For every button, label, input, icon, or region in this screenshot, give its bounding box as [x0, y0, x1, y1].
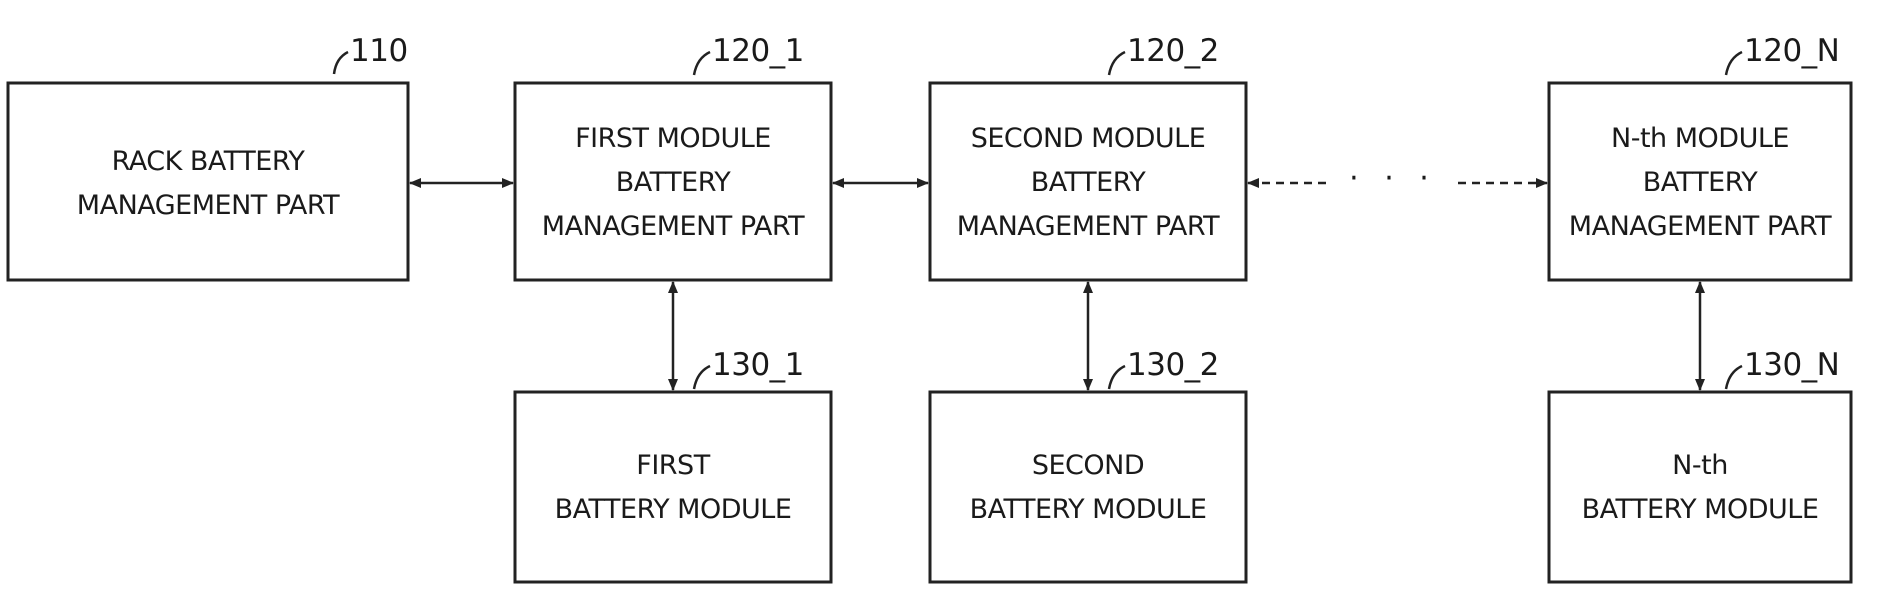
battery-module-1-box	[515, 392, 831, 582]
battery-module-1-ref: 130_1	[712, 347, 804, 383]
battery-module-2-label-line-2: BATTERY MODULE	[970, 494, 1207, 525]
module-bms-n-ref-leader	[1726, 52, 1742, 75]
rack-bms-box	[8, 83, 408, 280]
module-bms-n-ref: 120_N	[1744, 33, 1839, 69]
module-bms-n-label-line-1: N-th MODULE	[1611, 123, 1789, 154]
module-bms-2-label-line-2: BATTERY	[1031, 167, 1147, 198]
battery-module-n-label-line-1: N-th	[1672, 450, 1728, 481]
battery-module-n-box	[1549, 392, 1851, 582]
rack-bms-ref-leader	[334, 52, 348, 74]
battery-module-1-label-line-2: BATTERY MODULE	[555, 494, 792, 525]
battery-module-2-label-line-1: SECOND	[1032, 450, 1144, 481]
module-bms-2-label-line-3: MANAGEMENT PART	[957, 211, 1220, 242]
module-bms-2-ref: 120_2	[1127, 33, 1219, 69]
module-bms-2-label-line-1: SECOND MODULE	[971, 123, 1206, 154]
module-bms-2-block: SECOND MODULE BATTERY MANAGEMENT PART 12…	[930, 33, 1246, 280]
module-bms-1-ref: 120_1	[712, 33, 804, 69]
ellipsis: · · ·	[1349, 161, 1437, 196]
module-bms-n-label-line-2: BATTERY	[1643, 167, 1759, 198]
rack-bms-ref: 110	[350, 33, 408, 69]
module-bms-n-label-line-3: MANAGEMENT PART	[1569, 211, 1832, 242]
rack-bms-block: RACK BATTERY MANAGEMENT PART 110	[8, 33, 408, 280]
battery-module-1-label-line-1: FIRST	[636, 450, 710, 481]
module-bms-1-label-line-3: MANAGEMENT PART	[542, 211, 805, 242]
battery-module-2-ref: 130_2	[1127, 347, 1219, 383]
module-bms-1-block: FIRST MODULE BATTERY MANAGEMENT PART 120…	[515, 33, 831, 280]
battery-module-2-ref-leader	[1109, 366, 1125, 389]
module-bms-1-ref-leader	[694, 52, 710, 75]
rack-bms-label-line-1: RACK BATTERY	[112, 146, 306, 177]
battery-module-n-label-line-2: BATTERY MODULE	[1582, 494, 1819, 525]
rack-bms-label-line-2: MANAGEMENT PART	[77, 190, 340, 221]
battery-module-n-ref-leader	[1726, 366, 1742, 389]
module-bms-n-block: N-th MODULE BATTERY MANAGEMENT PART 120_…	[1549, 33, 1851, 280]
battery-module-1-ref-leader	[694, 366, 710, 389]
module-bms-1-label-line-2: BATTERY	[616, 167, 732, 198]
battery-module-n-ref: 130_N	[1744, 347, 1839, 383]
module-bms-1-label-line-1: FIRST MODULE	[575, 123, 771, 154]
battery-module-2-box	[930, 392, 1246, 582]
module-bms-2-ref-leader	[1109, 52, 1125, 75]
